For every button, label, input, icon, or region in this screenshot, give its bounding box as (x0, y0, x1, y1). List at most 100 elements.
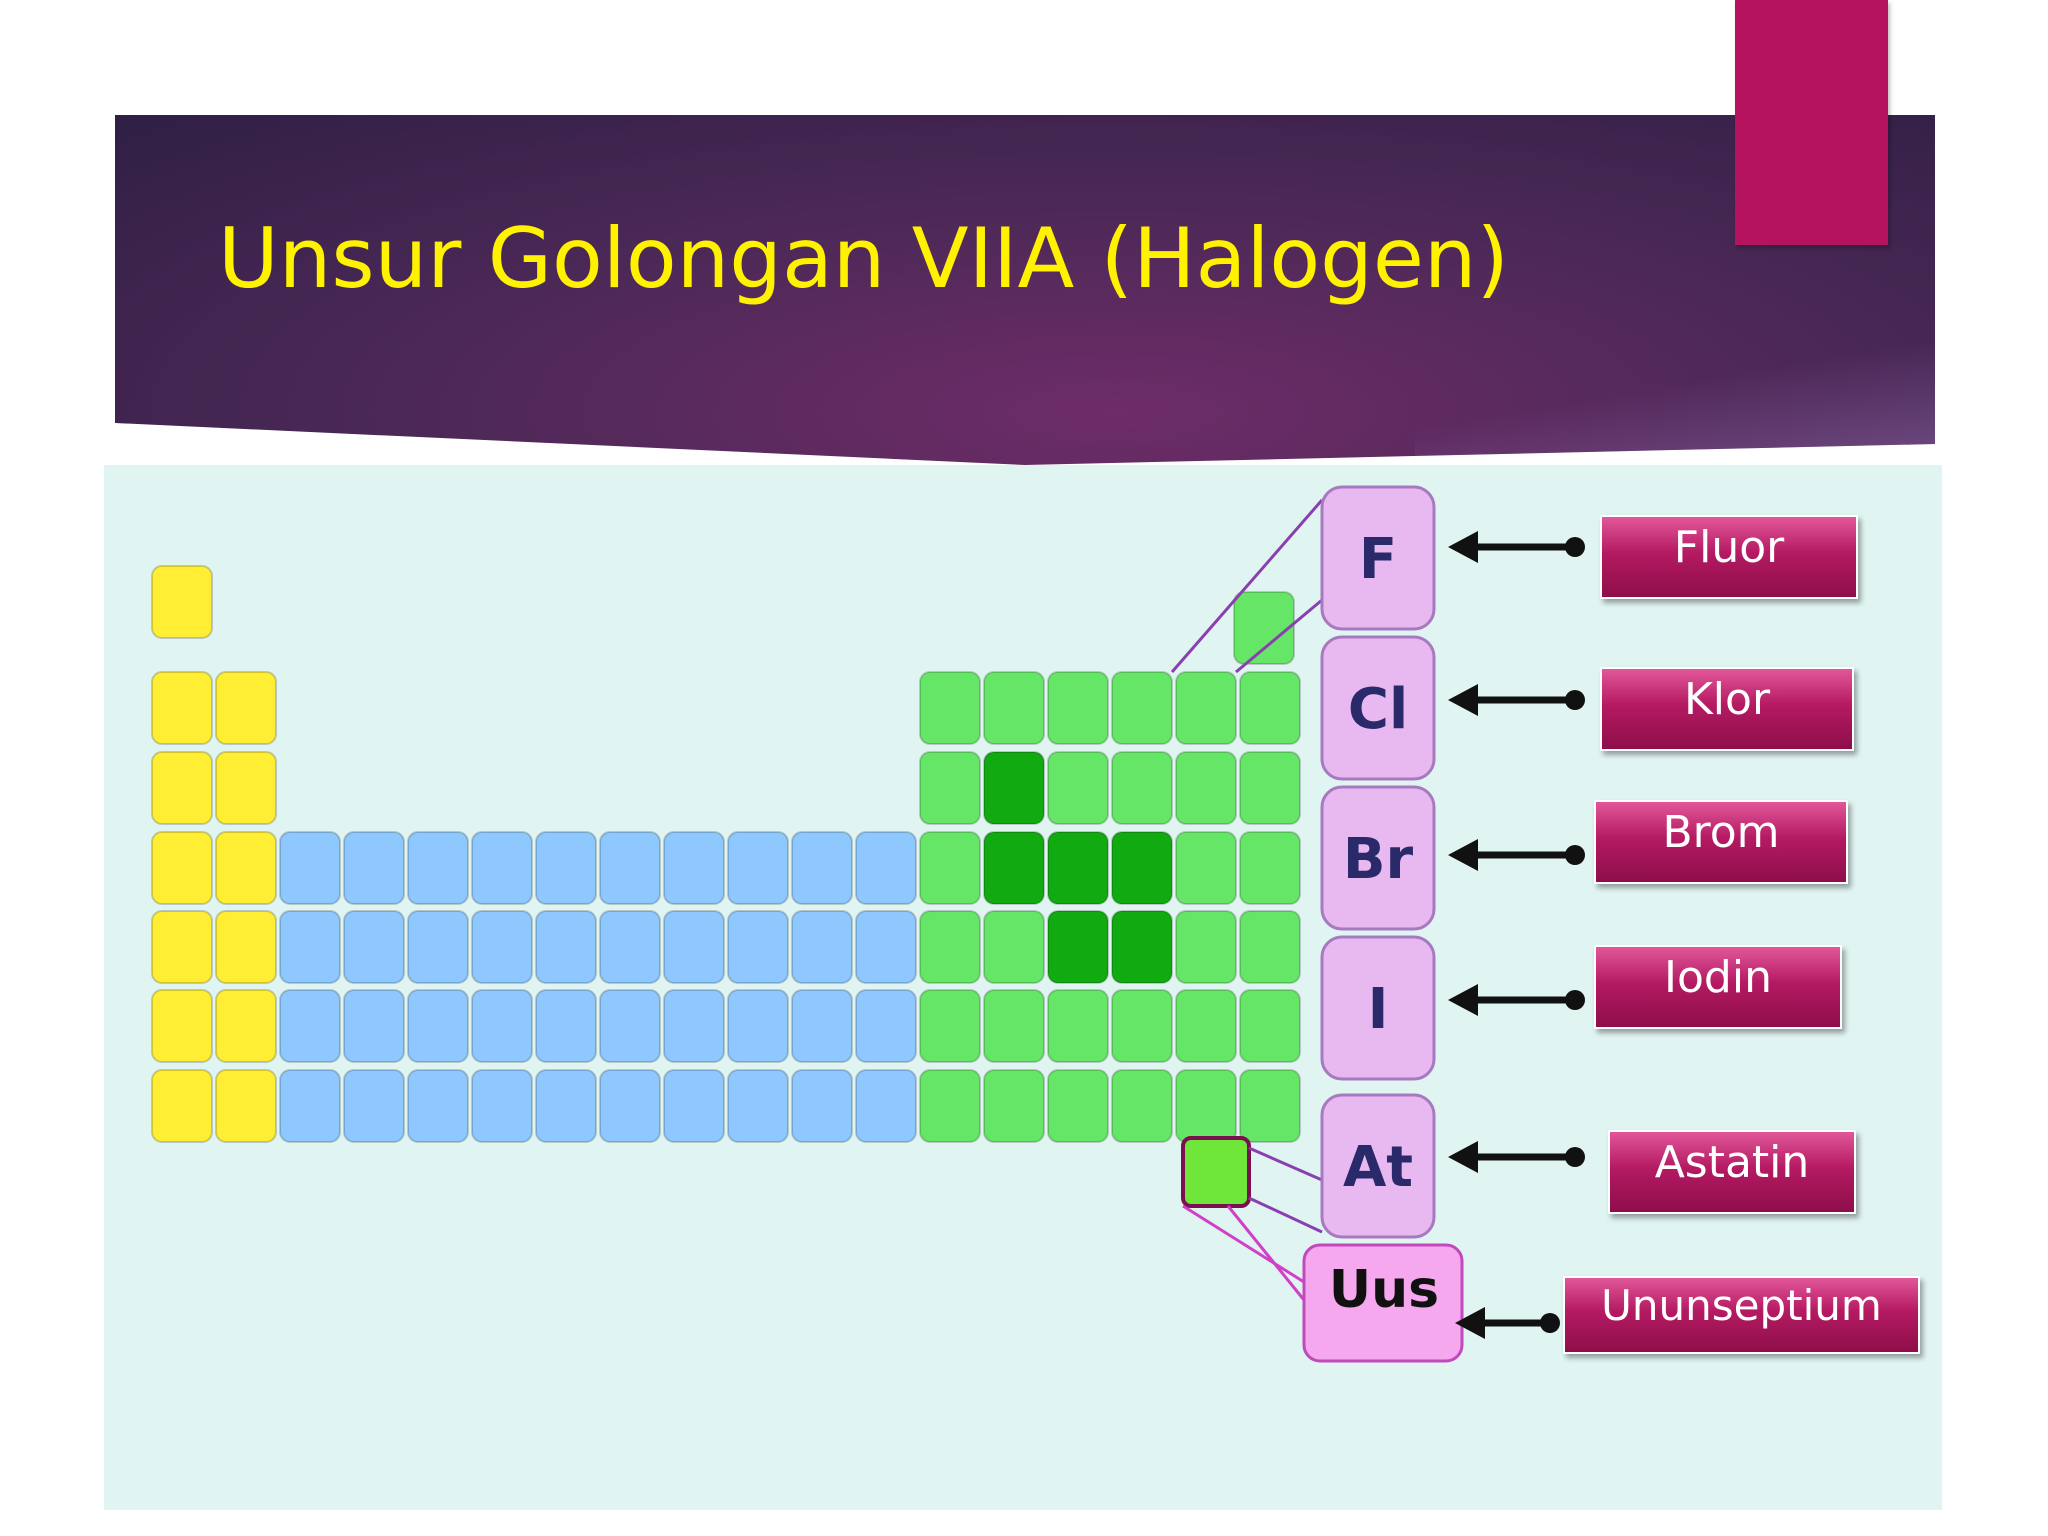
cell-p-block (983, 1069, 1045, 1143)
cell-d-block (535, 989, 597, 1063)
element-symbol-cl: Cl (1348, 677, 1408, 742)
cell-d-block (663, 989, 725, 1063)
cell-d-block (663, 910, 725, 984)
cell-d-block (407, 831, 469, 905)
cell-p-block (919, 751, 981, 825)
cell-p-block (919, 1069, 981, 1143)
arrow-head (1448, 1141, 1478, 1173)
cell-d-block (279, 831, 341, 905)
element-symbol-at: At (1343, 1135, 1413, 1200)
cell-p-block (1047, 989, 1109, 1063)
cell-p-block (1111, 671, 1173, 745)
cell-d-block (791, 1069, 853, 1143)
label-ununseptium: Ununseptium (1563, 1276, 1920, 1354)
cell-s-block (151, 831, 213, 905)
arrow-dot (1565, 990, 1585, 1010)
slide-title: Unsur Golongan VIIA (Halogen) (218, 210, 1509, 307)
cell-p-block (1239, 910, 1301, 984)
cell-d-block (791, 910, 853, 984)
cell-d-block (343, 910, 405, 984)
halogen-box (1320, 1093, 1436, 1239)
cell-p-block (983, 751, 1045, 825)
cell-p-block (1175, 751, 1237, 825)
cell-d-block (663, 1069, 725, 1143)
cell-p-block (1047, 1069, 1109, 1143)
arrow-head (1448, 531, 1478, 563)
arrow-head (1455, 1307, 1485, 1339)
element-symbol-f: F (1359, 527, 1397, 592)
callout-line (1226, 1205, 1306, 1301)
accent-tab (1735, 0, 1888, 245)
cell-group-top (1233, 591, 1295, 665)
cell-s-block (151, 671, 213, 745)
cell-d-block (855, 910, 917, 984)
cell-p-block (983, 910, 1045, 984)
callout-line (1235, 598, 1323, 674)
cell-s-block (215, 910, 277, 984)
cell-p-block (1047, 831, 1109, 905)
arrow-dot (1565, 845, 1585, 865)
cell-p-block (1239, 671, 1301, 745)
cell-p-block (1175, 1069, 1237, 1143)
cell-d-block (343, 831, 405, 905)
cell-s-block (215, 989, 277, 1063)
callout-line (1248, 1196, 1323, 1234)
cell-d-block (663, 831, 725, 905)
cell-p-block (983, 671, 1045, 745)
arrow-head (1448, 839, 1478, 871)
cell-p-block (1047, 910, 1109, 984)
cell-s-block (215, 1069, 277, 1143)
cell-p-block (919, 831, 981, 905)
cell-d-block (471, 989, 533, 1063)
cell-d-block (471, 1069, 533, 1143)
cell-p-block (983, 831, 1045, 905)
cell-p-block (1239, 989, 1301, 1063)
cell-d-block (535, 1069, 597, 1143)
arrow-dot (1565, 537, 1585, 557)
cell-d-block (599, 1069, 661, 1143)
cell-p-block (1111, 910, 1173, 984)
cell-d-block (855, 831, 917, 905)
cell-d-block (407, 910, 469, 984)
element-symbol-br: Br (1343, 827, 1414, 892)
cell-d-block (599, 989, 661, 1063)
cell-p-block (1047, 751, 1109, 825)
cell-p-block (983, 989, 1045, 1063)
cell-highlight-117 (1181, 1136, 1251, 1208)
cell-d-block (855, 1069, 917, 1143)
cell-s-block (215, 831, 277, 905)
callout-line (1248, 1146, 1323, 1182)
arrow-dot (1540, 1313, 1560, 1333)
cell-p-block (1175, 910, 1237, 984)
cell-d-block (343, 989, 405, 1063)
cell-p-block (1175, 831, 1237, 905)
cell-d-block (279, 989, 341, 1063)
cell-p-block (1111, 989, 1173, 1063)
arrow-head (1448, 984, 1478, 1016)
cell-s-block (215, 751, 277, 825)
cell-p-block (1239, 751, 1301, 825)
cell-p-block (919, 910, 981, 984)
cell-p-block (1047, 671, 1109, 745)
label-astatin: Astatin (1608, 1130, 1856, 1214)
cell-hydrogen (151, 565, 213, 639)
cell-d-block (535, 831, 597, 905)
cell-d-block (855, 989, 917, 1063)
banner-sheen (1415, 345, 1935, 465)
cell-d-block (791, 989, 853, 1063)
halogen-box (1320, 785, 1436, 931)
cell-d-block (407, 1069, 469, 1143)
cell-s-block (215, 671, 277, 745)
halogen-box (1320, 485, 1436, 631)
cell-d-block (727, 831, 789, 905)
cell-d-block (471, 910, 533, 984)
cell-d-block (343, 1069, 405, 1143)
cell-d-block (599, 831, 661, 905)
cell-d-block (727, 1069, 789, 1143)
cell-p-block (919, 671, 981, 745)
cell-s-block (151, 1069, 213, 1143)
cell-d-block (727, 910, 789, 984)
label-brom: Brom (1594, 800, 1848, 884)
element-symbol-i: I (1368, 977, 1389, 1042)
